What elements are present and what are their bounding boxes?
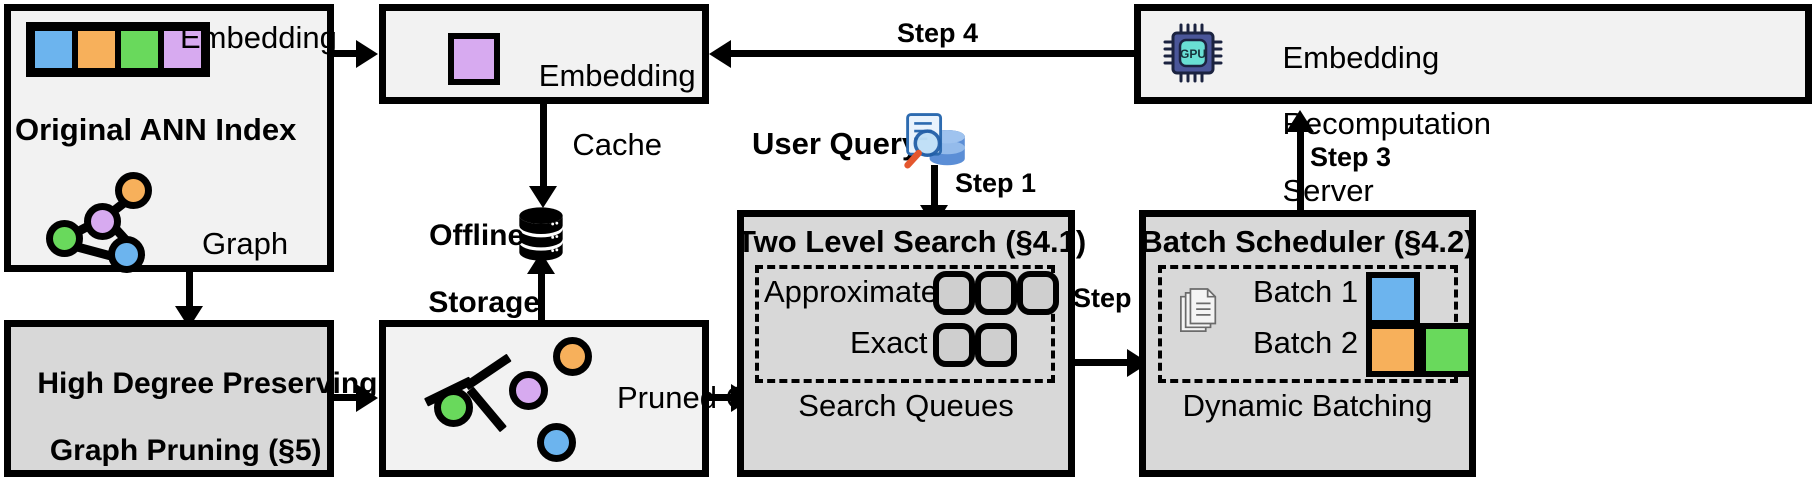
offline-storage-line1: Offline <box>429 218 525 252</box>
embedding-cell-purple <box>161 28 204 71</box>
graph-node-purple <box>84 203 121 240</box>
embedding-cache-box <box>379 4 709 104</box>
graph-node-orange <box>115 172 152 209</box>
graph-pruning-box <box>4 320 334 477</box>
pruned-node-blue <box>537 423 576 462</box>
recompute-server-box <box>1134 4 1812 104</box>
pruned-node-orange <box>553 337 592 376</box>
graph-pruning-line1: High Degree Preserving <box>37 366 378 400</box>
graph-node-green <box>46 220 83 257</box>
connector-step2 <box>1075 359 1133 366</box>
batch-2-swatch-orange <box>1366 323 1420 377</box>
embedding-cache-line1: Embedding <box>538 57 696 93</box>
batch-2-swatch-green <box>1420 323 1474 377</box>
graph-node-blue <box>108 236 145 273</box>
recompute-server-line1: Embedding <box>1282 40 1440 76</box>
search-queues-panel <box>755 265 1055 383</box>
user-query-label: User Query <box>752 126 920 161</box>
arrow-index-to-cache <box>356 40 378 68</box>
batch-2-label: Batch 2 <box>1253 325 1359 360</box>
embedding-cell-blue <box>32 28 75 71</box>
embedding-cell-green <box>118 28 161 71</box>
arrow-cache-to-storage <box>529 186 557 208</box>
batch-scheduler-title: Batch Scheduler (§4.2) <box>1140 224 1475 259</box>
batch-1-swatch-blue <box>1366 272 1420 326</box>
two-level-search-title: Two Level Search (§4.1) <box>737 224 1087 259</box>
arrow-step4 <box>709 40 731 68</box>
batch-1-label: Batch 1 <box>1253 274 1359 309</box>
documents-stack-icon <box>1180 288 1217 332</box>
approximate-row-label: Approximate <box>764 274 939 309</box>
approximate-slot-1 <box>933 271 975 315</box>
arrow-pruning-to-prunedgraph <box>356 384 378 412</box>
connector-cache-to-storage <box>540 104 547 190</box>
recompute-server-line2: Recomputation <box>1282 106 1491 142</box>
search-queues-footer: Search Queues <box>798 388 1014 423</box>
arrow-step3 <box>1286 110 1314 132</box>
arrow-prunedgraph-to-storage <box>527 252 555 274</box>
query-magnifier-database-icon <box>904 113 965 169</box>
connector-step1 <box>931 165 938 211</box>
gpu-chip-icon: GPU <box>1163 23 1223 83</box>
connector-step3 <box>1297 130 1304 212</box>
pruned-node-green <box>434 388 473 427</box>
embedding-label: Embedding <box>180 20 337 55</box>
embedding-cell-orange <box>75 28 118 71</box>
connector-prunedgraph-to-storage <box>538 272 545 328</box>
graph-pruning-line2: Graph Pruning (§5) <box>49 433 322 467</box>
embedding-strip <box>26 22 210 77</box>
embedding-cache-swatch <box>448 33 500 85</box>
embedding-cache-title: Embedding Cache <box>500 24 700 198</box>
approximate-slot-2 <box>975 271 1017 315</box>
connector-prunedgraph-to-search <box>709 394 737 401</box>
original-ann-index-title: Original ANN Index <box>15 112 297 147</box>
gpu-icon-text: GPU <box>1180 47 1206 61</box>
recompute-server-title: Embedding Recomputation Server <box>1248 8 1491 240</box>
graph-pruning-title: High Degree Preserving Graph Pruning (§5… <box>4 333 377 481</box>
connector-step4 <box>730 50 1134 57</box>
graph-label: Graph <box>202 226 289 261</box>
recompute-server-line3: Server <box>1282 172 1374 208</box>
offline-storage-line2: Storage <box>428 285 541 319</box>
two-level-search-box <box>737 210 1075 477</box>
step4-label: Step 4 <box>897 18 979 48</box>
pruned-node-purple <box>509 371 548 410</box>
connector-index-to-pruning <box>186 272 193 312</box>
connector-pruning-to-prunedgraph <box>334 394 362 401</box>
offline-storage-label: Offline Storage <box>395 185 540 353</box>
approximate-slot-3 <box>1017 271 1059 315</box>
exact-row-label: Exact <box>850 325 928 360</box>
step1-label: Step 1 <box>955 168 1037 198</box>
embedding-cache-line2: Cache <box>572 127 663 163</box>
dynamic-batching-footer: Dynamic Batching <box>1182 388 1433 423</box>
connector-index-to-cache <box>334 50 362 57</box>
step3-label: Step 3 <box>1310 142 1392 172</box>
exact-slot-2 <box>975 323 1017 367</box>
exact-slot-1 <box>933 323 975 367</box>
